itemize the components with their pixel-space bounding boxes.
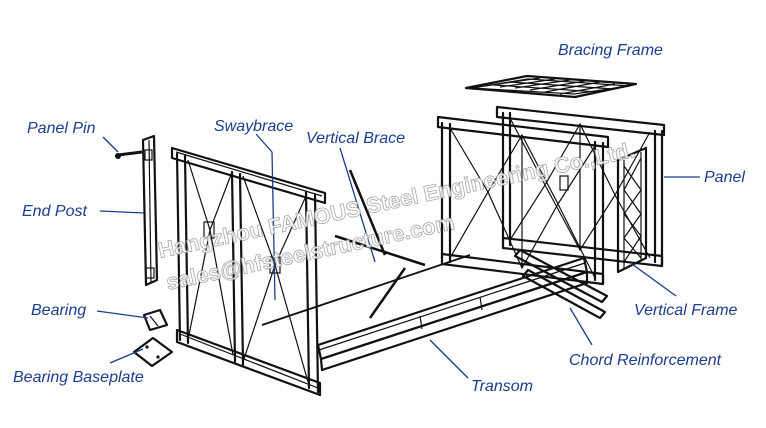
label-vertical-brace: Vertical Brace <box>306 130 405 147</box>
bearing-leader <box>96 310 149 319</box>
label-chord-reinforcement: Chord Reinforcement <box>569 352 722 369</box>
label-panel: Panel <box>704 169 745 186</box>
chord-reinforcement-drawing <box>513 248 609 320</box>
label-transom: Transom <box>471 378 533 395</box>
panel-pin-leader <box>102 136 119 153</box>
transom-drawing <box>316 256 589 372</box>
vertical-frame-leader <box>631 263 677 297</box>
bearing-baseplate-leader <box>109 348 144 364</box>
label-panel-pin: Panel Pin <box>27 120 96 137</box>
bearing-drawing <box>142 308 169 332</box>
left-panel-drawing <box>170 146 327 397</box>
label-swaybrace: Swaybrace <box>214 118 293 135</box>
vertical-frame-drawing <box>616 146 648 274</box>
transom-leader <box>429 339 469 379</box>
vertical-brace-drawing <box>348 169 407 319</box>
label-bearing-baseplate: Bearing Baseplate <box>13 369 144 386</box>
leader-lines <box>96 133 700 379</box>
label-bracing-frame: Bracing Frame <box>558 42 663 59</box>
swaybrace-leader-top <box>255 133 273 153</box>
chord-reinforcement-leader <box>569 307 593 346</box>
component-labels: Bracing Frame Panel Pin Swaybrace Vertic… <box>13 42 745 395</box>
panel-drawing <box>436 105 666 286</box>
end-post-drawing <box>141 134 159 287</box>
vertical-brace-leader <box>339 147 376 263</box>
bearing-baseplate-drawing <box>132 336 174 368</box>
swaybrace-drawing <box>261 234 471 326</box>
panel-pin-drawing <box>115 150 143 159</box>
label-bearing: Bearing <box>31 302 86 319</box>
end-post-leader <box>99 210 145 214</box>
swaybrace-leader <box>271 151 276 301</box>
bracing-frame-drawing <box>464 74 638 99</box>
label-end-post: End Post <box>22 203 87 220</box>
label-vertical-frame: Vertical Frame <box>634 302 738 319</box>
